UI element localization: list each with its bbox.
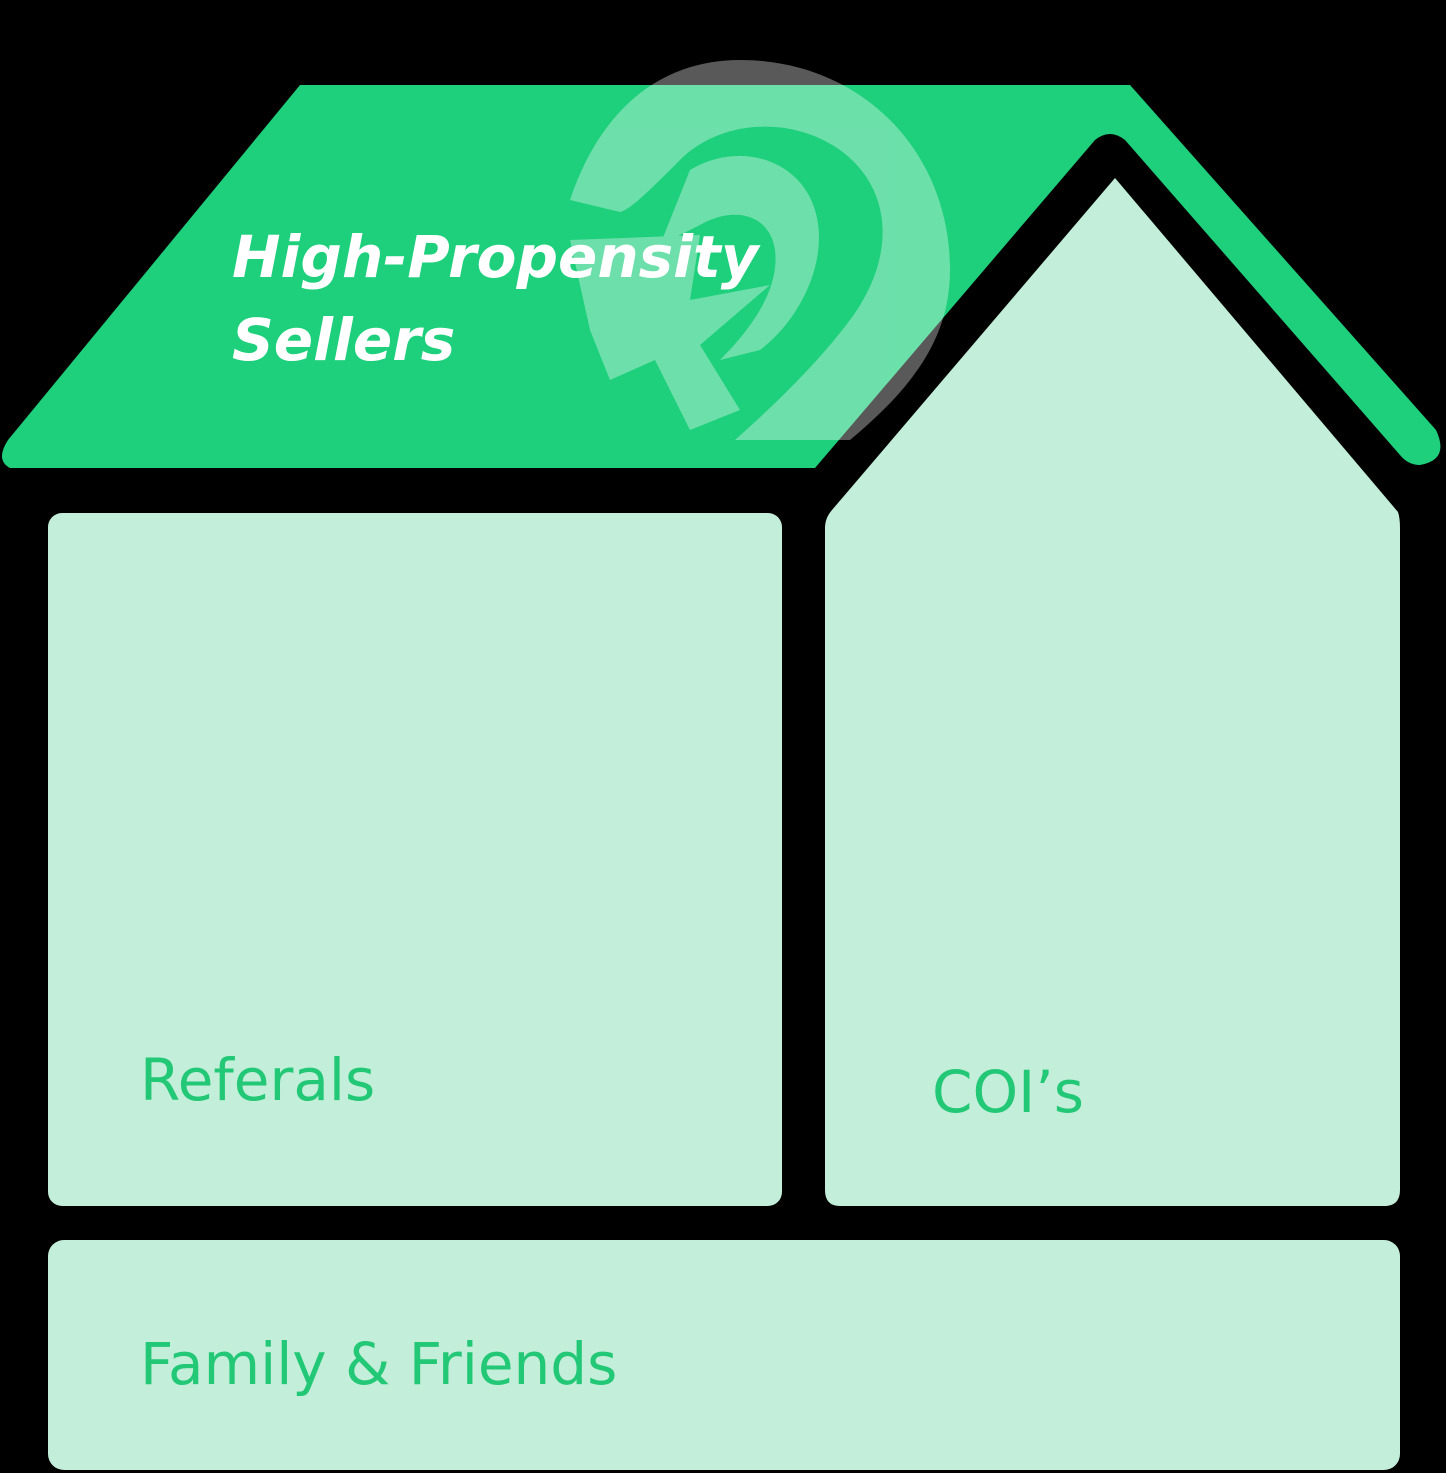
cois-block [825, 178, 1400, 1206]
roof-label-line2: Sellers [232, 306, 455, 374]
roof-shape [1, 85, 1441, 468]
family-label: Family & Friends [140, 1330, 617, 1398]
referrals-block [48, 513, 782, 1206]
roof-label-line1: High-Propensity [232, 223, 761, 291]
referrals-label: Referals [140, 1046, 375, 1114]
family-block [48, 1240, 1400, 1470]
brand-logo-icon [570, 60, 950, 440]
cois-label: COI’s [932, 1058, 1084, 1126]
